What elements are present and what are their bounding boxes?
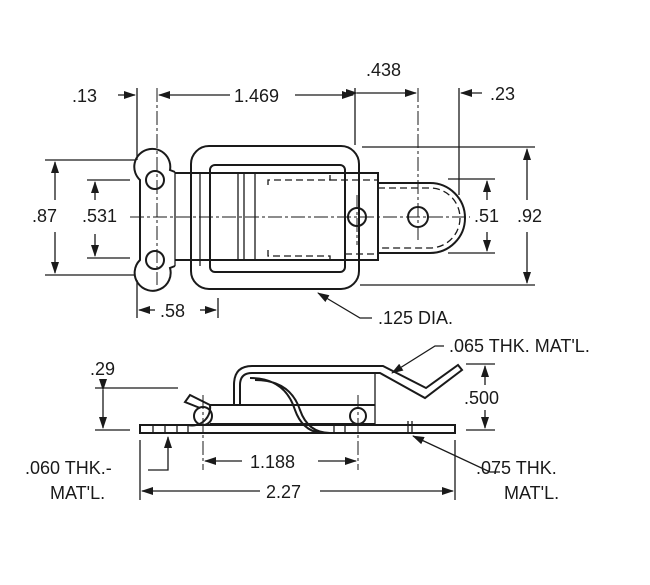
- callout-075-thk-line2: MAT'L.: [504, 483, 559, 503]
- callout-060-thk-line2: MAT'L.: [50, 483, 105, 503]
- leader-wire-dia: [317, 292, 372, 319]
- dim-023: .23: [490, 84, 515, 104]
- dim-227: 2.27: [266, 482, 301, 502]
- callout-075-thk-line1: .075 THK.: [476, 458, 557, 478]
- latch-side: [183, 363, 464, 470]
- mounting-hole-top: [145, 170, 165, 190]
- leader-060: [148, 436, 172, 471]
- extension-lines: [45, 88, 535, 318]
- dim-029: .29: [90, 359, 115, 379]
- base-plate: [139, 421, 456, 434]
- leader-065: [391, 345, 444, 374]
- dim-0438: .438: [366, 60, 401, 80]
- dim-051: .51: [474, 206, 499, 226]
- mounting-hole-bottom: [145, 250, 165, 270]
- mounting-plate: [133, 147, 211, 292]
- callout-wire-dia: .125 DIA.: [378, 308, 453, 328]
- dim-013: .13: [72, 86, 97, 106]
- top-view: .13 1.469 .438 .23 .87 .531 .51 .92 .58 …: [32, 60, 542, 328]
- bale-wire: [190, 145, 360, 290]
- dim-1469: 1.469: [234, 86, 279, 106]
- tongue: [347, 182, 466, 254]
- dim-092: .92: [517, 206, 542, 226]
- callout-065-thk: .065 THK. MAT'L.: [449, 336, 590, 356]
- leader-075: [412, 435, 500, 473]
- side-view: .29 .500 1.188 2.27 .065 THK. MAT'L. .06…: [25, 336, 590, 503]
- dim-0531: .531: [82, 206, 117, 226]
- centerlines: [130, 88, 470, 285]
- dim-058: .58: [160, 301, 185, 321]
- side-extension-lines: [95, 363, 495, 500]
- dim-0500: .500: [464, 388, 499, 408]
- callout-060-thk-line1: .060 THK.-: [25, 458, 112, 478]
- dim-087: .87: [32, 206, 57, 226]
- dim-1188: 1.188: [250, 452, 295, 472]
